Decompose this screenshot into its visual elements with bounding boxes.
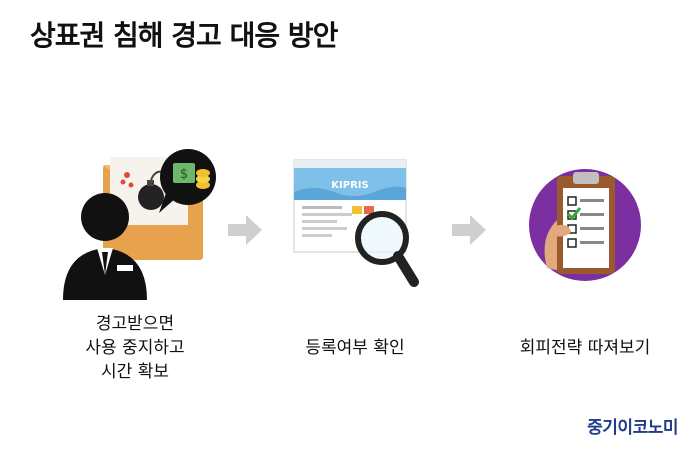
- step-1-line-3: 시간 확보: [101, 362, 169, 382]
- warning-letter-person-icon: $: [63, 149, 216, 300]
- step-1-label: 경고받으면 사용 중지하고 시간 확보: [60, 312, 210, 384]
- svg-text:$: $: [180, 167, 188, 182]
- step-1-line-1: 경고받으면: [95, 314, 175, 334]
- step-2-line-1: 등록여부 확인: [305, 338, 405, 358]
- step-1-line-2: 사용 중지하고: [85, 338, 185, 358]
- arrow-right-icon: [228, 215, 262, 245]
- brand-logo-text: 중기이코노미: [587, 418, 678, 438]
- kipris-search-magnifier-icon: KIPRIS: [293, 159, 419, 287]
- step-3-line-1: 회피전략 따져보기: [519, 338, 651, 358]
- page-title: 상표권 침해 경고 대응 방안: [30, 19, 338, 52]
- clipboard-checklist-icon: [529, 169, 641, 281]
- kipris-screen-text: KIPRIS: [331, 180, 368, 191]
- arrow-right-icon: [452, 215, 486, 245]
- step-3-label: 회피전략 따져보기: [500, 336, 670, 360]
- step-2-label: 등록여부 확인: [280, 336, 430, 360]
